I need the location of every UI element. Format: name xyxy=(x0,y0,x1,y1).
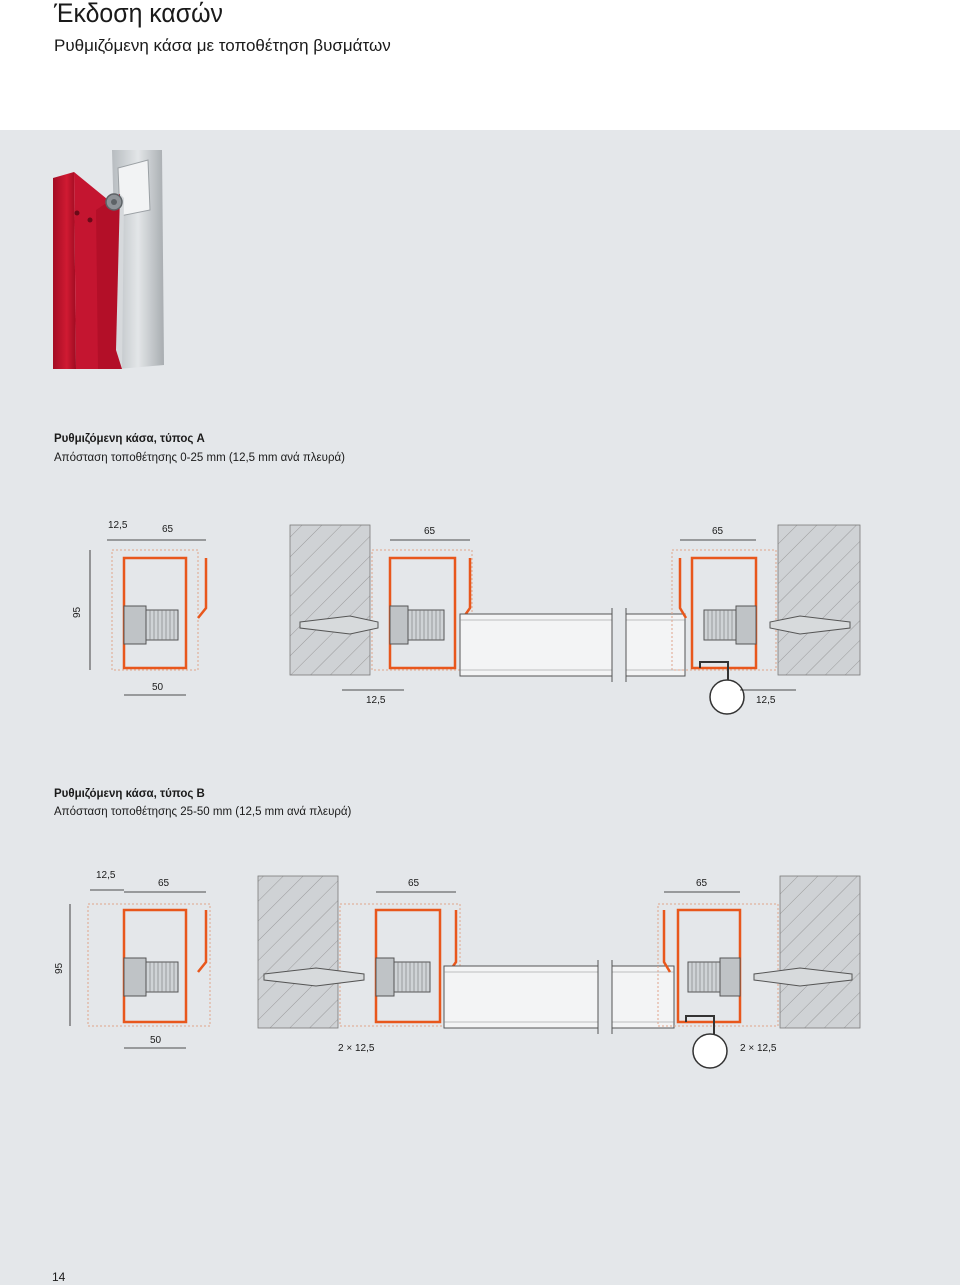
page-title: Έκδοση κασών xyxy=(54,0,223,28)
dim-b-width-right: 65 xyxy=(696,878,708,889)
frame-profile-right-a xyxy=(671,549,851,715)
dim-b-bottom-left: 50 xyxy=(150,1035,162,1046)
dim-a-width-right: 65 xyxy=(712,526,724,537)
type-b-title: Ρυθμιζόμενη κάσα, τύπος B xyxy=(54,788,205,800)
dim-a-width-middle: 65 xyxy=(424,526,436,537)
type-a-drawing: 12,5 65 65 65 95 50 12,5 12,5 xyxy=(72,520,861,715)
frame-profile-left-a xyxy=(111,549,208,671)
dim-b-height: 95 xyxy=(54,962,65,974)
dimension-lines-a xyxy=(89,539,796,696)
page-number: 14 xyxy=(52,1270,66,1284)
dim-b-width-middle: 65 xyxy=(408,878,420,889)
type-a-subtitle: Απόσταση τοποθέτησης 0-25 mm (12,5 mm αν… xyxy=(54,452,345,464)
frame-profile-right-b xyxy=(657,903,853,1069)
door-leaf-b xyxy=(443,960,675,1034)
page-header: Έκδοση κασών Ρυθμιζόμενη κάσα με τοποθέτ… xyxy=(0,0,960,130)
dim-b-bottom-middle: 2 × 12,5 xyxy=(338,1043,375,1054)
dim-a-bottom-left: 50 xyxy=(152,682,164,693)
type-a-title: Ρυθμιζόμενη κάσα, τύπος A xyxy=(54,433,205,445)
type-b-subtitle: Απόσταση τοποθέτησης 25-50 mm (12,5 mm α… xyxy=(54,806,352,818)
dim-b-width-left: 65 xyxy=(158,878,170,889)
dim-a-height: 95 xyxy=(72,606,83,618)
wall-right-b xyxy=(779,875,861,1029)
type-b-drawing: 12,5 65 65 65 95 50 2 × 12,5 2 × 12,5 xyxy=(54,870,861,1069)
wall-left-a xyxy=(289,524,371,676)
dim-a-gap-left: 12,5 xyxy=(108,520,128,531)
dimension-lines-b xyxy=(69,889,740,1049)
frame-profile-left-b xyxy=(87,903,211,1027)
dim-a-bottom-middle: 12,5 xyxy=(366,695,386,706)
frame-profile-middle-b xyxy=(263,903,461,1027)
dim-a-width-left: 65 xyxy=(162,524,174,535)
dim-b-gap-left: 12,5 xyxy=(96,870,116,881)
dim-a-bottom-right: 12,5 xyxy=(756,695,776,706)
frame-profile-middle-a xyxy=(299,549,473,671)
page-subtitle: Ρυθμιζόμενη κάσα με τοποθέτηση βυσμάτων xyxy=(54,36,391,55)
wall-left-b xyxy=(257,875,339,1029)
door-frame-photo xyxy=(50,150,176,370)
wall-right-a xyxy=(777,524,861,676)
door-leaf-a xyxy=(459,608,686,682)
dim-b-bottom-right: 2 × 12,5 xyxy=(740,1043,777,1054)
